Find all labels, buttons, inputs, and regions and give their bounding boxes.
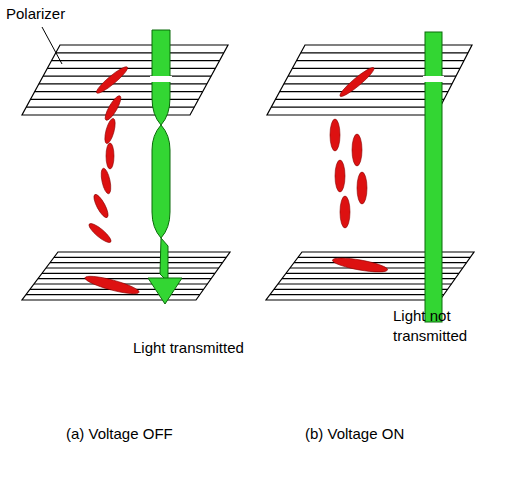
- lc-molecule: [103, 117, 117, 144]
- lc-molecule: [99, 167, 112, 194]
- polarizer-stripe: [47, 68, 215, 69]
- plate-slit: [423, 76, 444, 82]
- lc-molecule: [330, 119, 340, 151]
- polarizer-stripe: [54, 257, 226, 258]
- lc-molecule: [357, 172, 367, 204]
- polarizer-stripe: [275, 99, 444, 100]
- light-beam: [425, 32, 442, 322]
- polarizer-stripe: [52, 60, 220, 61]
- lc-molecule: [103, 94, 124, 122]
- plate-outline: [22, 45, 228, 115]
- polarizer-stripe: [274, 289, 448, 290]
- liquid-crystals: [84, 64, 389, 297]
- polarizer-stripe: [39, 83, 207, 84]
- light-beam-part: [160, 238, 168, 282]
- polarizer-stripe: [42, 273, 215, 274]
- panel-caption: (a) Voltage OFF: [66, 424, 173, 444]
- polarizer-stripe: [280, 91, 448, 92]
- lc-molecule: [106, 143, 114, 169]
- polarizer-stripe: [46, 267, 219, 268]
- polarizer-stripe: [56, 52, 224, 53]
- polarizer-stripe: [50, 262, 222, 263]
- lc-molecule: [338, 65, 377, 99]
- lc-molecule: [352, 134, 362, 166]
- plate-outline: [266, 252, 474, 300]
- light-beam: [148, 30, 182, 304]
- lc-molecule: [94, 64, 130, 96]
- polarizer-stripe: [38, 278, 211, 279]
- leader-line: [42, 27, 62, 64]
- polarizer-plate: [266, 252, 474, 300]
- lc-molecule: [332, 255, 389, 275]
- lc-molecule: [87, 221, 114, 245]
- light-label: Light transmitted: [133, 338, 244, 358]
- polarizer-plate: [22, 45, 228, 115]
- polarizer-stripe: [35, 91, 203, 92]
- panel-caption: (b) Voltage ON: [305, 424, 404, 444]
- lc-molecule: [84, 273, 141, 297]
- polarizer-stripe: [271, 107, 440, 108]
- plate-slit: [150, 76, 172, 82]
- lc-molecule: [91, 193, 110, 220]
- lc-molecule: [335, 160, 345, 192]
- polarizer-stripe: [301, 52, 468, 53]
- light-label: Light not transmitted: [393, 306, 493, 346]
- polarizer-plate: [22, 252, 230, 300]
- polarizer-stripe: [43, 76, 211, 77]
- light-beam-part: [148, 278, 182, 304]
- lc-molecule: [340, 196, 350, 228]
- polarizer-stripe: [298, 257, 470, 258]
- light-beam-part: [152, 125, 170, 238]
- plate-outline: [22, 252, 230, 300]
- polarizer-stripe: [270, 294, 444, 295]
- polarizer-label: Polarizer: [6, 4, 65, 24]
- polarizer-stripe: [26, 294, 200, 295]
